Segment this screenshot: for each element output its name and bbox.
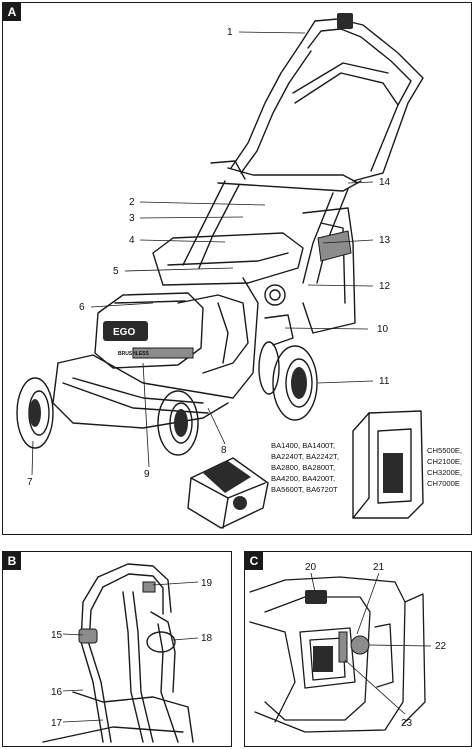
battery-model-line-4: BA4200, BA4200T, xyxy=(271,474,335,483)
battery-compartment-illustration: 20 21 22 23 xyxy=(249,562,447,733)
battery-model-line-2: BA2240T, BA2242T, xyxy=(271,452,339,461)
panel-c: C 20 21 22 23 xyxy=(244,551,472,747)
callout-3: 3 xyxy=(129,213,135,224)
charger-model-line-3: CH3200E, xyxy=(427,468,462,477)
handle-detail-illustration: 15 16 17 18 19 xyxy=(42,563,213,743)
mower-illustration: EGO BRUSHLESS 1 2 3 4 5 6 7 8 9 10 xyxy=(16,13,462,529)
callout-2: 2 xyxy=(129,197,135,208)
brand-mark: EGO xyxy=(113,327,135,338)
callout-14: 14 xyxy=(379,177,391,188)
callout-15: 15 xyxy=(51,630,63,641)
callout-18: 18 xyxy=(201,633,213,644)
panel-a: A xyxy=(2,2,472,535)
callout-5: 5 xyxy=(113,266,119,277)
battery-model-line-3: BA2800, BA2800T, xyxy=(271,463,335,472)
brushless-text: BRUSHLESS xyxy=(118,351,150,357)
panel-b: B 15 16 17 18 19 xyxy=(2,551,232,747)
callout-13: 13 xyxy=(379,235,391,246)
charger-model-line-2: CH2100E, xyxy=(427,457,462,466)
battery-model-line-1: BA1400, BA1400T, xyxy=(271,441,335,450)
panel-b-tag: B xyxy=(3,552,21,570)
callout-23: 23 xyxy=(401,718,413,729)
panel-c-tag: C xyxy=(245,552,263,570)
callout-19: 19 xyxy=(201,578,213,589)
callout-16: 16 xyxy=(51,687,63,698)
callout-21: 21 xyxy=(373,562,385,573)
callout-20: 20 xyxy=(305,562,317,573)
callout-12: 12 xyxy=(379,281,391,292)
callout-17: 17 xyxy=(51,718,63,729)
callout-8: 8 xyxy=(221,445,227,456)
panel-a-tag: A xyxy=(3,3,21,21)
callout-7: 7 xyxy=(27,477,33,488)
callout-11: 11 xyxy=(379,376,390,387)
callout-22: 22 xyxy=(435,641,447,652)
charger-model-line-1: CH5500E, xyxy=(427,446,462,455)
callout-10: 10 xyxy=(377,324,389,335)
charger-model-line-4: CH7000E xyxy=(427,479,460,488)
callout-6: 6 xyxy=(79,302,85,313)
callout-9: 9 xyxy=(144,469,150,480)
callout-4: 4 xyxy=(129,235,135,246)
callout-1: 1 xyxy=(227,27,233,38)
battery-model-line-5: BA5600T, BA6720T xyxy=(271,485,338,494)
